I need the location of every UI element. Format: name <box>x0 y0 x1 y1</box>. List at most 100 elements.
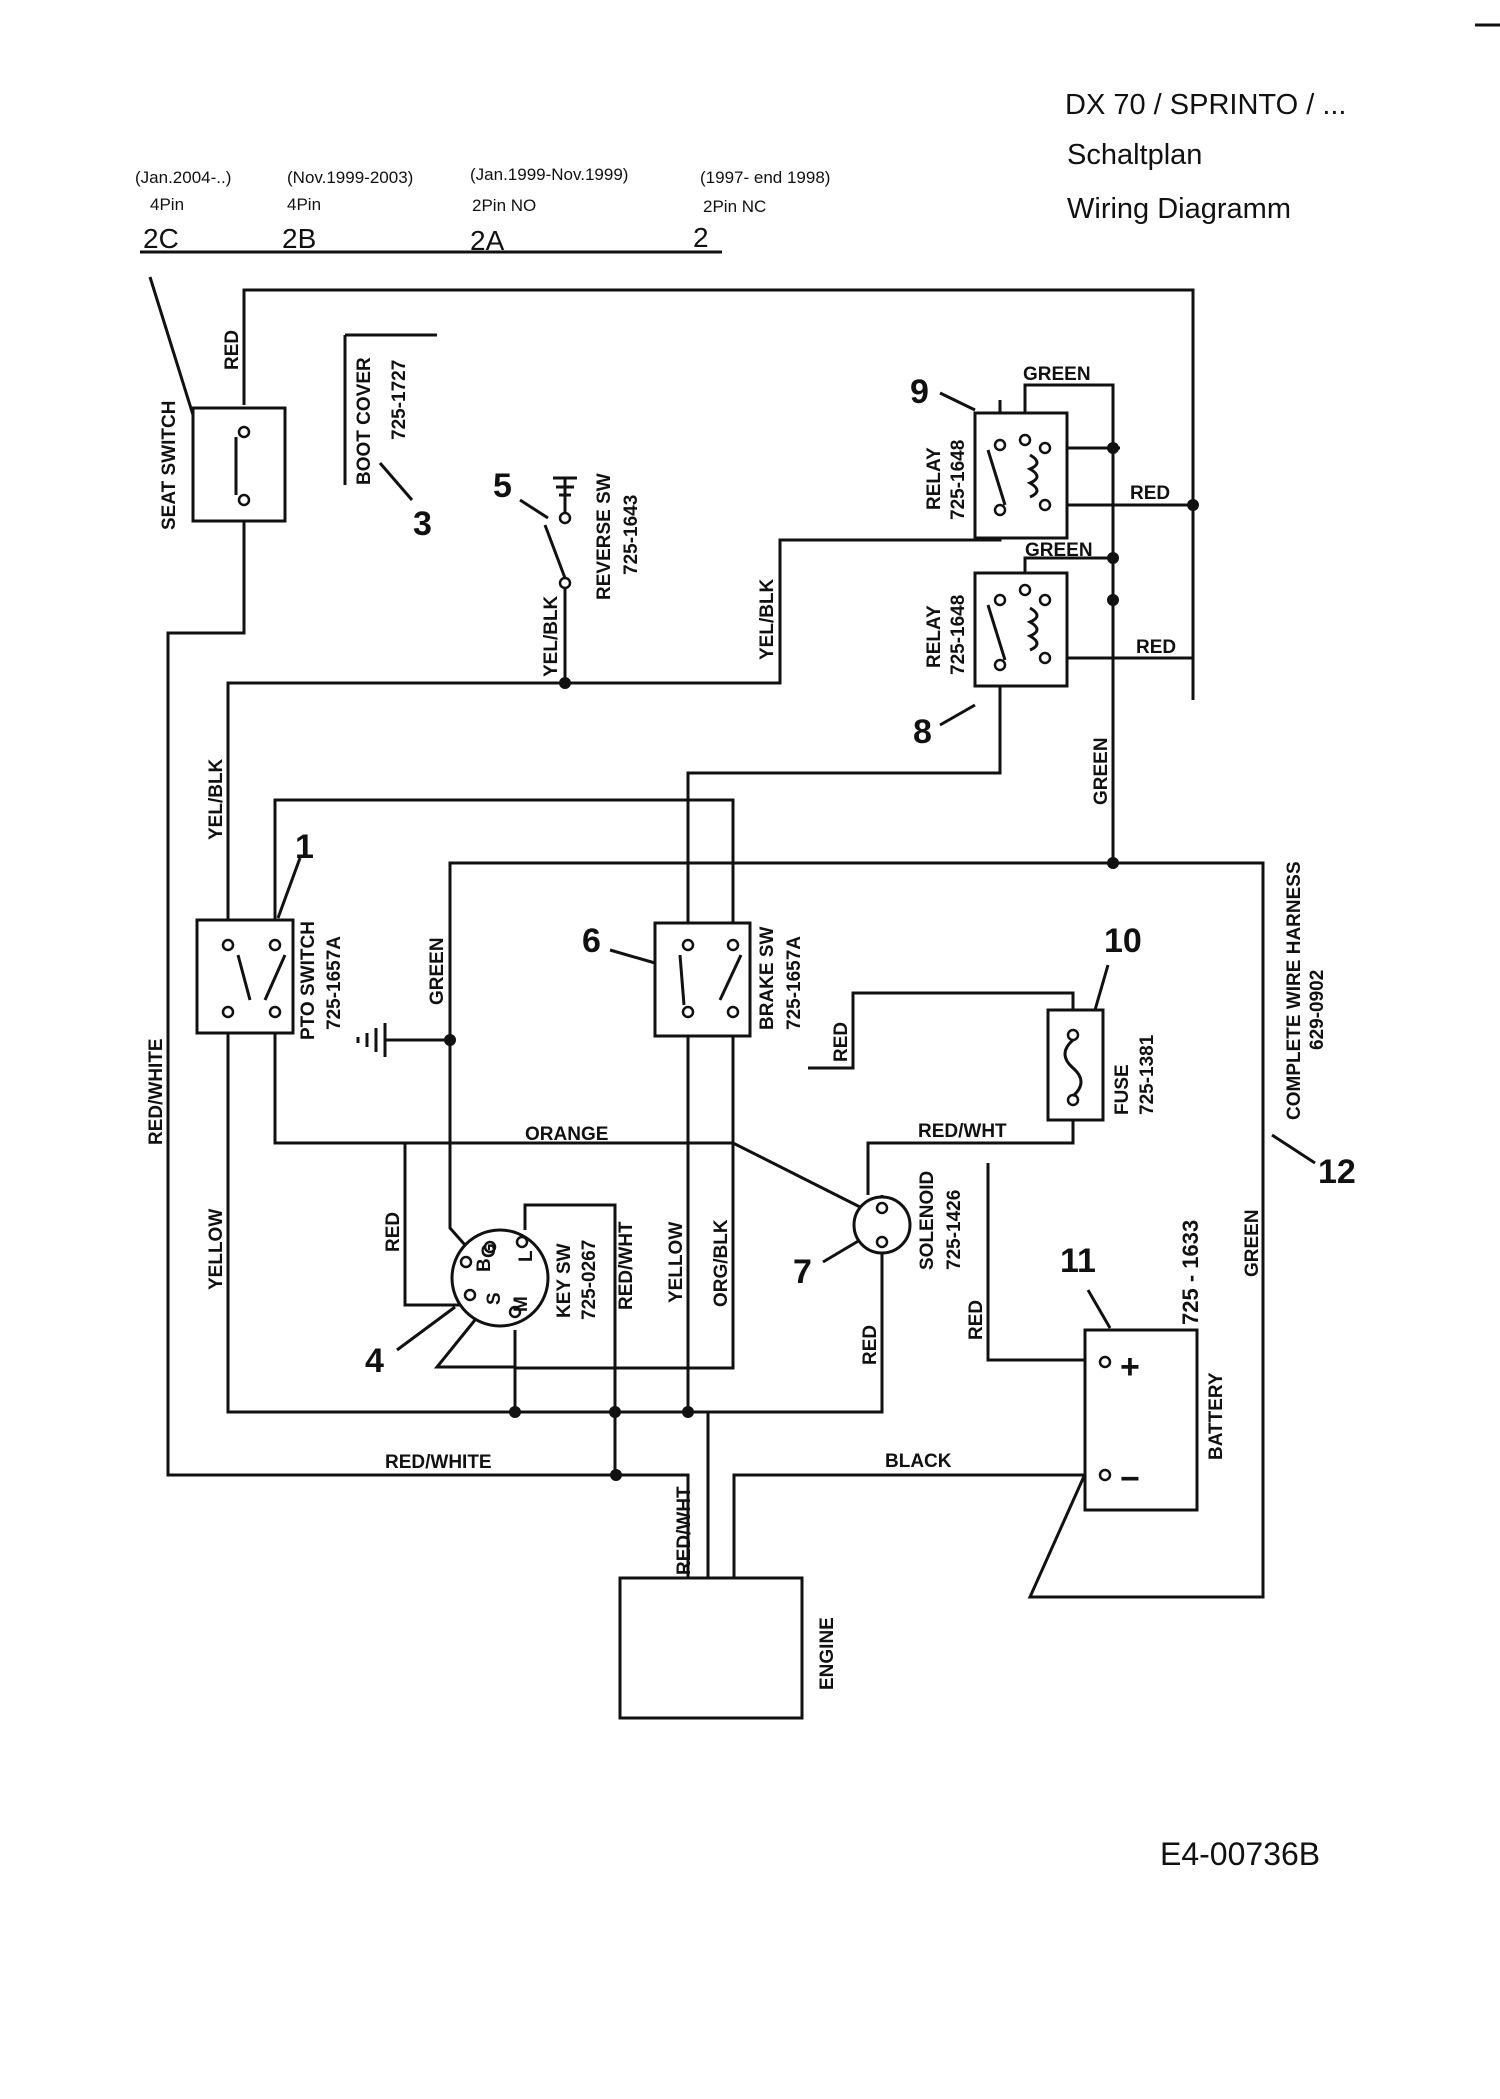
callout-line <box>276 857 302 919</box>
terminal-b-label: B <box>474 1258 495 1272</box>
terminal <box>1038 651 1052 665</box>
pto-switch: PTO SWITCH 725-1657A <box>195 857 345 1040</box>
boot-cover-bracket <box>343 333 437 485</box>
pto-switch-part-number: 725-1657A <box>324 936 345 1030</box>
relay-box <box>973 411 1069 540</box>
callout-5: 5 <box>493 467 512 505</box>
wire-red-battery <box>986 1163 1085 1362</box>
terminal <box>1098 1468 1112 1482</box>
version-id: 2 <box>693 222 709 253</box>
wire-label: GREEN <box>1025 540 1093 561</box>
terminal <box>993 438 1007 452</box>
terminal <box>508 1305 522 1319</box>
callout-1: 1 <box>295 828 314 866</box>
fuse-label: FUSE <box>1112 1064 1133 1115</box>
boot-cover-part-number: 725-1727 <box>389 360 410 440</box>
battery-plus-sign: + <box>1120 1348 1140 1386</box>
junction-dot <box>1107 594 1119 606</box>
junction-dot <box>559 677 571 689</box>
reverse-switch: REVERSE SW 725-1643 <box>519 473 642 600</box>
callout-line <box>1271 1133 1316 1165</box>
callout-line <box>1086 1289 1112 1329</box>
wire-label: RED/WHT <box>674 1486 695 1575</box>
wire-label: YELLOW <box>206 1209 227 1290</box>
junction-dot <box>610 1469 622 1481</box>
wire-label: RED <box>860 1325 881 1365</box>
contact <box>236 954 252 1001</box>
pto-switch-label: PTO SWITCH <box>298 921 319 1040</box>
wire-label: RED <box>1136 637 1176 658</box>
relay-part-number: 725-1648 <box>948 595 969 675</box>
wire-pto-top <box>273 798 735 933</box>
wire-green-top <box>448 861 1113 1148</box>
wire-label: YEL/BLK <box>206 758 227 840</box>
relay-8: RELAY 725-1648 <box>924 571 1069 727</box>
wires <box>148 276 1265 1599</box>
terminal <box>1066 1093 1080 1107</box>
wire-black <box>732 1473 1085 1578</box>
harness-part-number: 629-0902 <box>1307 970 1328 1050</box>
callout-11: 11 <box>1060 1242 1096 1280</box>
junction-dot <box>1187 499 1199 511</box>
callout-7: 7 <box>793 1253 812 1291</box>
solenoid-part-number: 725-1426 <box>944 1190 965 1270</box>
wire-label: RED <box>383 1212 404 1252</box>
key-switch: B G L S M KEY SW 725-0267 <box>396 1228 600 1352</box>
junction-dot <box>609 1406 621 1418</box>
terminal <box>268 938 282 952</box>
version-period: (Jan.1999-Nov.1999) <box>470 165 628 184</box>
callout-line <box>378 462 414 501</box>
coil-icon <box>1026 453 1039 499</box>
contact <box>678 954 686 1006</box>
callout-line <box>939 391 976 412</box>
junction-dot <box>1107 552 1119 564</box>
boot-cover: BOOT COVER 725-1727 <box>343 333 437 501</box>
relay-9: RELAY 725-1648 <box>924 391 1069 540</box>
terminal-g-label: G <box>479 1243 500 1258</box>
junction-dot <box>1107 857 1119 869</box>
callout-line <box>519 498 549 520</box>
terminal-m-label: M <box>511 1296 532 1312</box>
wire-label: RED/WHITE <box>146 1038 167 1145</box>
header: DX 70 / SPRINTO / ... Schaltplan Wiring … <box>1065 89 1347 225</box>
relay-label: RELAY <box>924 447 945 510</box>
harness-label: COMPLETE WIRE HARNESS <box>1284 861 1305 1120</box>
callout-line <box>1093 964 1110 1011</box>
wire-relay8-brake <box>686 677 1002 933</box>
brake-sw-label: BRAKE SW <box>757 926 778 1030</box>
wire-label: BLACK <box>885 1451 952 1472</box>
drawing-code: E4-00736B <box>1160 1836 1320 1872</box>
wire-green-harness <box>1027 861 1265 1599</box>
terminal <box>237 425 251 439</box>
terminal <box>993 658 1007 672</box>
junction-dot <box>444 1034 456 1046</box>
terminal <box>237 493 251 507</box>
fuse-element-icon <box>1063 1038 1083 1098</box>
terminal <box>483 1240 497 1254</box>
wire-key-m <box>433 1319 515 1369</box>
solenoid: SOLENOID 725-1426 <box>822 1171 965 1270</box>
terminal <box>726 1005 740 1019</box>
battery-part-number: 725 - 1633 <box>1178 1220 1203 1325</box>
key-sw-label: KEY SW <box>554 1243 575 1318</box>
callout-9: 9 <box>910 373 929 411</box>
engine-box <box>618 1576 804 1720</box>
title-de: Schaltplan <box>1067 139 1202 171</box>
coil-icon <box>1026 606 1039 652</box>
terminal <box>993 593 1007 607</box>
key-sw-part-number: 725-0267 <box>579 1240 600 1320</box>
terminal <box>558 576 572 590</box>
key-switch-body <box>450 1228 550 1328</box>
wire-red-key <box>403 1143 470 1307</box>
boot-cover-label: BOOT COVER <box>354 357 375 485</box>
wire-red-wht-key <box>523 1203 617 1475</box>
wire-red-fuse <box>808 991 1075 1070</box>
callout-line <box>939 703 976 727</box>
version-id: 2C <box>143 223 179 254</box>
solenoid-label: SOLENOID <box>917 1171 938 1270</box>
brake-sw-part-number: 725-1657A <box>784 936 805 1030</box>
wire-yellow-left <box>226 1017 884 1414</box>
contact <box>986 604 1007 661</box>
version-pins: 2Pin NO <box>472 196 536 215</box>
wire-label: RED/WHT <box>616 1221 637 1310</box>
